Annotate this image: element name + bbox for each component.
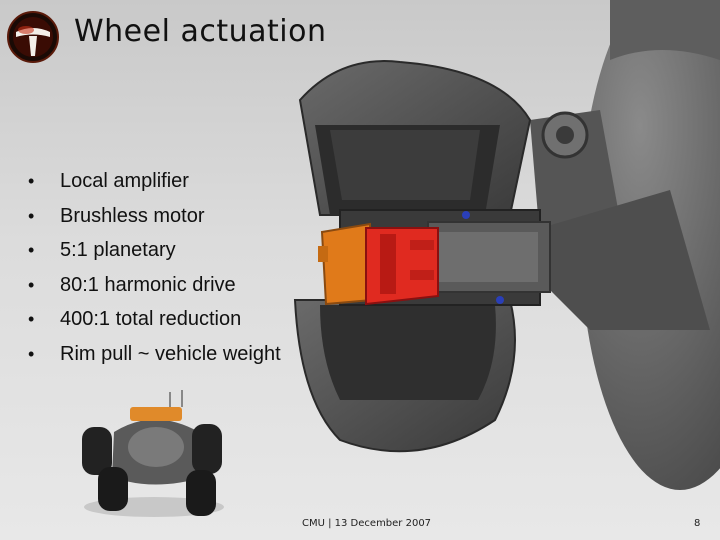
wheel-actuator-render: [293, 0, 720, 490]
bullet-item: •Local amplifier: [28, 170, 189, 192]
logo-icon: [7, 11, 59, 63]
footer-text: CMU | 13 December 2007: [302, 518, 432, 529]
rover-image: [82, 390, 224, 517]
bullet-item: •Brushless motor: [28, 204, 205, 227]
page-number: 8: [694, 518, 701, 529]
slide-title: Wheel actuation: [74, 14, 327, 49]
bullet-item: •Rim pull ~ vehicle weight: [28, 342, 281, 365]
bullet-item: •400:1 total reduction: [28, 308, 242, 331]
bullet-list: •Local amplifier •Brushless motor •5:1 p…: [28, 164, 281, 372]
bullet-item: •5:1 planetary: [28, 239, 176, 262]
bullet-item: •80:1 harmonic drive: [28, 273, 236, 296]
